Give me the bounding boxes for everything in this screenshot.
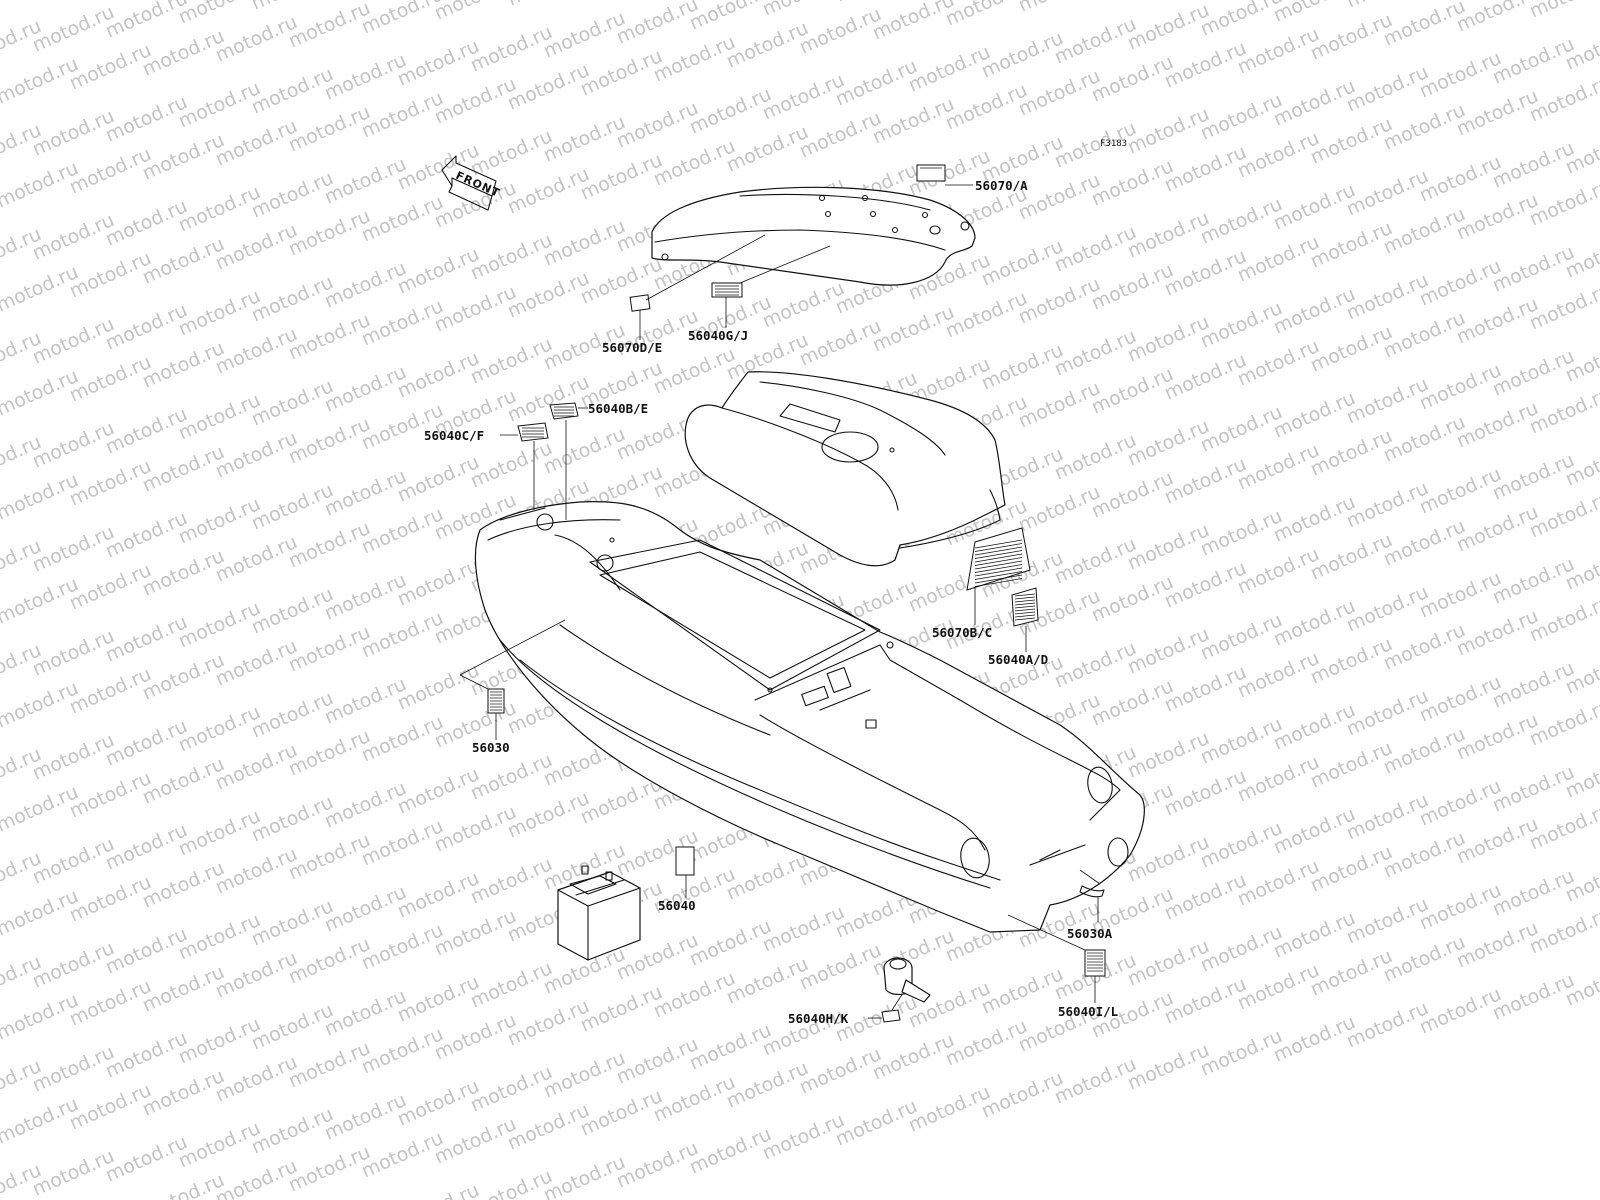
decal-56040AD bbox=[1011, 587, 1039, 652]
watermark-text: motod.ru bbox=[1270, 0, 1359, 27]
decal-56040CF bbox=[500, 422, 549, 510]
battery-icon bbox=[557, 865, 641, 961]
decal-hatch-line bbox=[1014, 608, 1036, 612]
decal-hatch-line bbox=[974, 550, 1023, 559]
decal-hatch-line bbox=[1014, 614, 1036, 618]
label-56040AD: 56040A/D bbox=[988, 652, 1048, 667]
decal-56040IL bbox=[1007, 914, 1106, 1003]
label-56030: 56030 bbox=[472, 740, 510, 755]
decal-hatch-line bbox=[1014, 599, 1036, 603]
label-56040GJ: 56040G/J bbox=[688, 328, 748, 343]
watermark-text: motod.ru bbox=[248, 0, 337, 15]
figure-ref-code: F3183 bbox=[1100, 139, 1127, 149]
engine-hood bbox=[651, 186, 976, 286]
decal-hatch-line bbox=[974, 567, 1023, 577]
decal-hatch-line bbox=[974, 560, 1023, 570]
watermark-text: motod.ru bbox=[1526, 0, 1600, 23]
decal-56040BE bbox=[549, 402, 588, 520]
decal-56030 bbox=[459, 619, 566, 740]
watermark-text: motod.ru bbox=[1015, 0, 1104, 17]
watermark-text: motod.ru bbox=[869, 0, 958, 45]
watermark-text: motod.ru bbox=[467, 1165, 556, 1200]
watermark-text: motod.ru bbox=[0, 0, 82, 5]
decal-hatch-line bbox=[974, 564, 1023, 573]
label-56070A: 56070/A bbox=[975, 178, 1028, 193]
decal-56070A bbox=[916, 164, 973, 186]
fuel-cap-icon bbox=[883, 957, 931, 1003]
decal-hatch-line bbox=[974, 574, 1023, 584]
decal-56070DE bbox=[629, 234, 766, 340]
hull-body bbox=[474, 501, 1145, 933]
decal-hatch-line bbox=[974, 553, 1023, 563]
label-56040BE: 56040B/E bbox=[588, 401, 648, 416]
decal-hatch-line bbox=[974, 571, 1023, 580]
watermark-text: motod.ru bbox=[175, 0, 264, 29]
label-56040HK: 56040H/K bbox=[788, 1011, 849, 1026]
decal-hatch-line bbox=[1014, 605, 1036, 609]
decal-hatch-line bbox=[974, 557, 1023, 566]
decal-hatch-line bbox=[1014, 611, 1036, 615]
label-56040CF: 56040C/F bbox=[424, 428, 484, 443]
decal-hatch-line bbox=[1014, 596, 1036, 600]
decal-hatch-line bbox=[974, 543, 1023, 552]
label-56040: 56040 bbox=[658, 898, 696, 913]
seat-cover bbox=[684, 371, 1006, 567]
decal-hatch-line bbox=[974, 578, 1023, 587]
decal-56030A bbox=[1079, 869, 1105, 922]
part-labels: 56070/A 56070D/E 56040G/J 56040B/E 56040… bbox=[424, 178, 1119, 1026]
watermark-text: motod.ru bbox=[942, 0, 1031, 31]
watermark-text: motod.ru bbox=[1088, 0, 1177, 3]
watermark-text: motod.ru bbox=[504, 0, 593, 11]
decal-56040 bbox=[675, 846, 695, 898]
label-56030A: 56030A bbox=[1067, 926, 1113, 941]
decal-56070BC bbox=[966, 527, 1031, 625]
watermark-text: motod.ru bbox=[431, 0, 520, 25]
decal-hatch-line bbox=[1014, 593, 1036, 597]
watermark-text: motod.ru bbox=[613, 0, 702, 49]
label-56070DE: 56070D/E bbox=[602, 340, 662, 355]
watermark-text: motod.ru bbox=[759, 0, 848, 21]
decal-hatch-line bbox=[1014, 617, 1036, 621]
decal-hatch-line bbox=[974, 539, 1023, 549]
watermark-text: motod.ru bbox=[1380, 0, 1469, 51]
label-56070BC: 56070B/C bbox=[932, 625, 992, 640]
watermark-text: motod.ru bbox=[394, 1179, 483, 1200]
decal-hatch-line bbox=[1014, 602, 1036, 606]
decal-hatch-line bbox=[974, 546, 1023, 556]
watermark-text: motod.ru bbox=[285, 0, 374, 53]
label-56040IL: 56040I/L bbox=[1058, 1004, 1119, 1019]
decal-56040GJ bbox=[711, 245, 831, 328]
